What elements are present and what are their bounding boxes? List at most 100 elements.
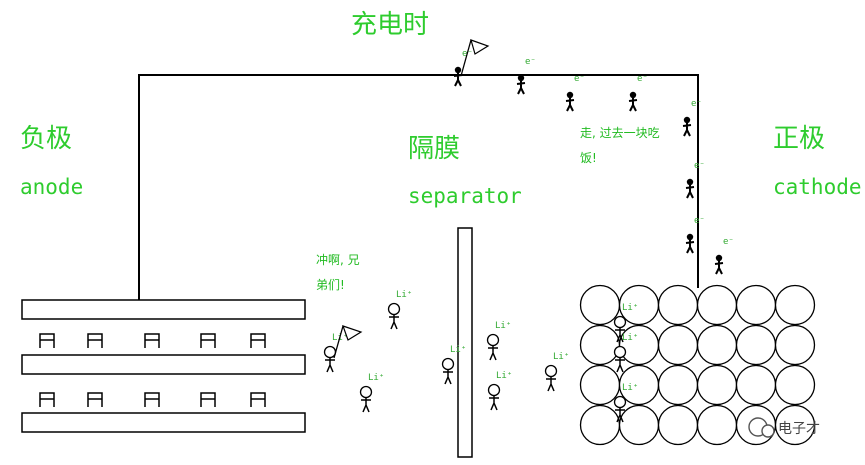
electron-label: e⁻ [723, 237, 734, 247]
cathode-particle [579, 324, 621, 366]
lithium-ion-label: Li⁺ [496, 371, 512, 381]
graphite-layer [21, 354, 306, 375]
lithium-ion-label: Li⁺ [553, 352, 569, 362]
lithium-ion-body [361, 397, 371, 413]
ion-speech-line1: 冲啊, 兄 [316, 252, 360, 267]
electron-head [454, 66, 462, 74]
empty-site [87, 392, 103, 407]
electron: e⁻ [685, 161, 705, 199]
graphite-layer [21, 412, 306, 433]
flag [470, 39, 490, 55]
cathode-particle [774, 364, 816, 406]
lithium-ion-body [489, 395, 499, 411]
empty-site [39, 333, 55, 348]
lithium-ion: Li⁺ [544, 352, 569, 392]
electron: e⁻ [565, 74, 585, 112]
cathode-label-cn: 正极 [773, 124, 825, 154]
electron-body [628, 98, 638, 112]
lithium-ion-head [387, 302, 401, 316]
lithium-ion-body [389, 314, 399, 330]
anode-label-cn: 负极 [20, 124, 72, 154]
cathode-particle [696, 324, 738, 366]
cathode-particle [579, 404, 621, 446]
lithium-ion: Li⁺ [613, 303, 638, 343]
watermark-text: 电子才 [778, 421, 820, 437]
electron-body [682, 123, 692, 137]
lithium-ion-head [486, 333, 500, 347]
electron-head [683, 116, 691, 124]
cathode-particle [579, 284, 621, 326]
cathode-label-en: cathode [773, 175, 862, 199]
lithium-ion-body [615, 327, 625, 343]
lithium-ion-head [359, 385, 373, 399]
lithium-ion-body [443, 369, 453, 385]
lithium-ion-label: Li⁺ [368, 373, 384, 383]
electron-speech-line1: 走, 过去一块吃 [580, 126, 660, 140]
electron-head [715, 254, 723, 262]
empty-site [250, 392, 266, 407]
lithium-ion-group: Li⁺Li⁺Li⁺Li⁺Li⁺Li⁺Li⁺Li⁺Li⁺Li⁺ [323, 290, 638, 423]
lithium-ion-body [615, 357, 625, 373]
lithium-ion: Li⁺ [613, 333, 638, 373]
electron: e⁻ [516, 57, 536, 95]
lithium-ion: Li⁺ [323, 325, 363, 373]
empty-site [250, 333, 266, 348]
electron-body [714, 261, 724, 275]
lithium-ion-head [613, 395, 627, 409]
electron-body [516, 81, 526, 95]
cathode-particle [774, 324, 816, 366]
electron-head [517, 74, 525, 82]
cathode-particle [735, 364, 777, 406]
cathode-particle [735, 324, 777, 366]
electron-label: e⁻ [691, 99, 702, 109]
empty-site [144, 333, 160, 348]
electron-group: e⁻ e⁻ e⁻ e⁻ e⁻ e⁻ e⁻ e⁻ [453, 39, 734, 275]
flag [342, 325, 363, 341]
electron-body [685, 185, 695, 199]
graphite-layer [21, 299, 306, 320]
cathode-particle [657, 364, 699, 406]
lithium-ion-head [441, 357, 455, 371]
lithium-ion-body [488, 345, 498, 361]
cathode-particle [696, 284, 738, 326]
electron-head [629, 91, 637, 99]
cathode-particle [735, 284, 777, 326]
electron: e⁻ [682, 99, 702, 137]
lithium-ion: Li⁺ [613, 383, 638, 423]
lithium-ion: Li⁺ [487, 371, 512, 411]
electron-label: e⁻ [637, 74, 648, 84]
anode-label-en: anode [20, 175, 83, 199]
anode-graphite-layers [21, 299, 306, 433]
lithium-ion-head [613, 315, 627, 329]
lithium-ion-body [615, 407, 625, 423]
electron: e⁻ [714, 237, 734, 275]
electron-body [685, 240, 695, 254]
lithium-ion-label: Li⁺ [495, 321, 511, 331]
lithium-ion: Li⁺ [387, 290, 412, 330]
diagram-title: 充电时 [351, 10, 429, 40]
lithium-ion: Li⁺ [359, 373, 384, 413]
electron-label: e⁻ [525, 57, 536, 67]
cathode-particle [579, 364, 621, 406]
electron-label: e⁻ [694, 216, 705, 226]
lithium-ion-head [323, 345, 337, 359]
electron: e⁻ [453, 39, 490, 87]
electron-head [566, 91, 574, 99]
electron: e⁻ [628, 74, 648, 112]
lithium-ion-head [487, 383, 501, 397]
flag-pole [333, 325, 344, 359]
watermark: 电子才 [748, 417, 820, 438]
lithium-ion-label: Li⁺ [396, 290, 412, 300]
wechat-icon-small [761, 424, 775, 438]
external-circuit-wire [138, 74, 699, 300]
lithium-ion-body [546, 376, 556, 392]
electron-body [453, 73, 463, 87]
lithium-ion-label: Li⁺ [622, 333, 638, 343]
cathode-particle [774, 404, 816, 446]
cathode-particle [774, 284, 816, 326]
ion-speech-line2: 弟们! [316, 277, 345, 292]
electron-head [686, 233, 694, 241]
empty-site [144, 392, 160, 407]
lithium-ion: Li⁺ [441, 345, 466, 385]
